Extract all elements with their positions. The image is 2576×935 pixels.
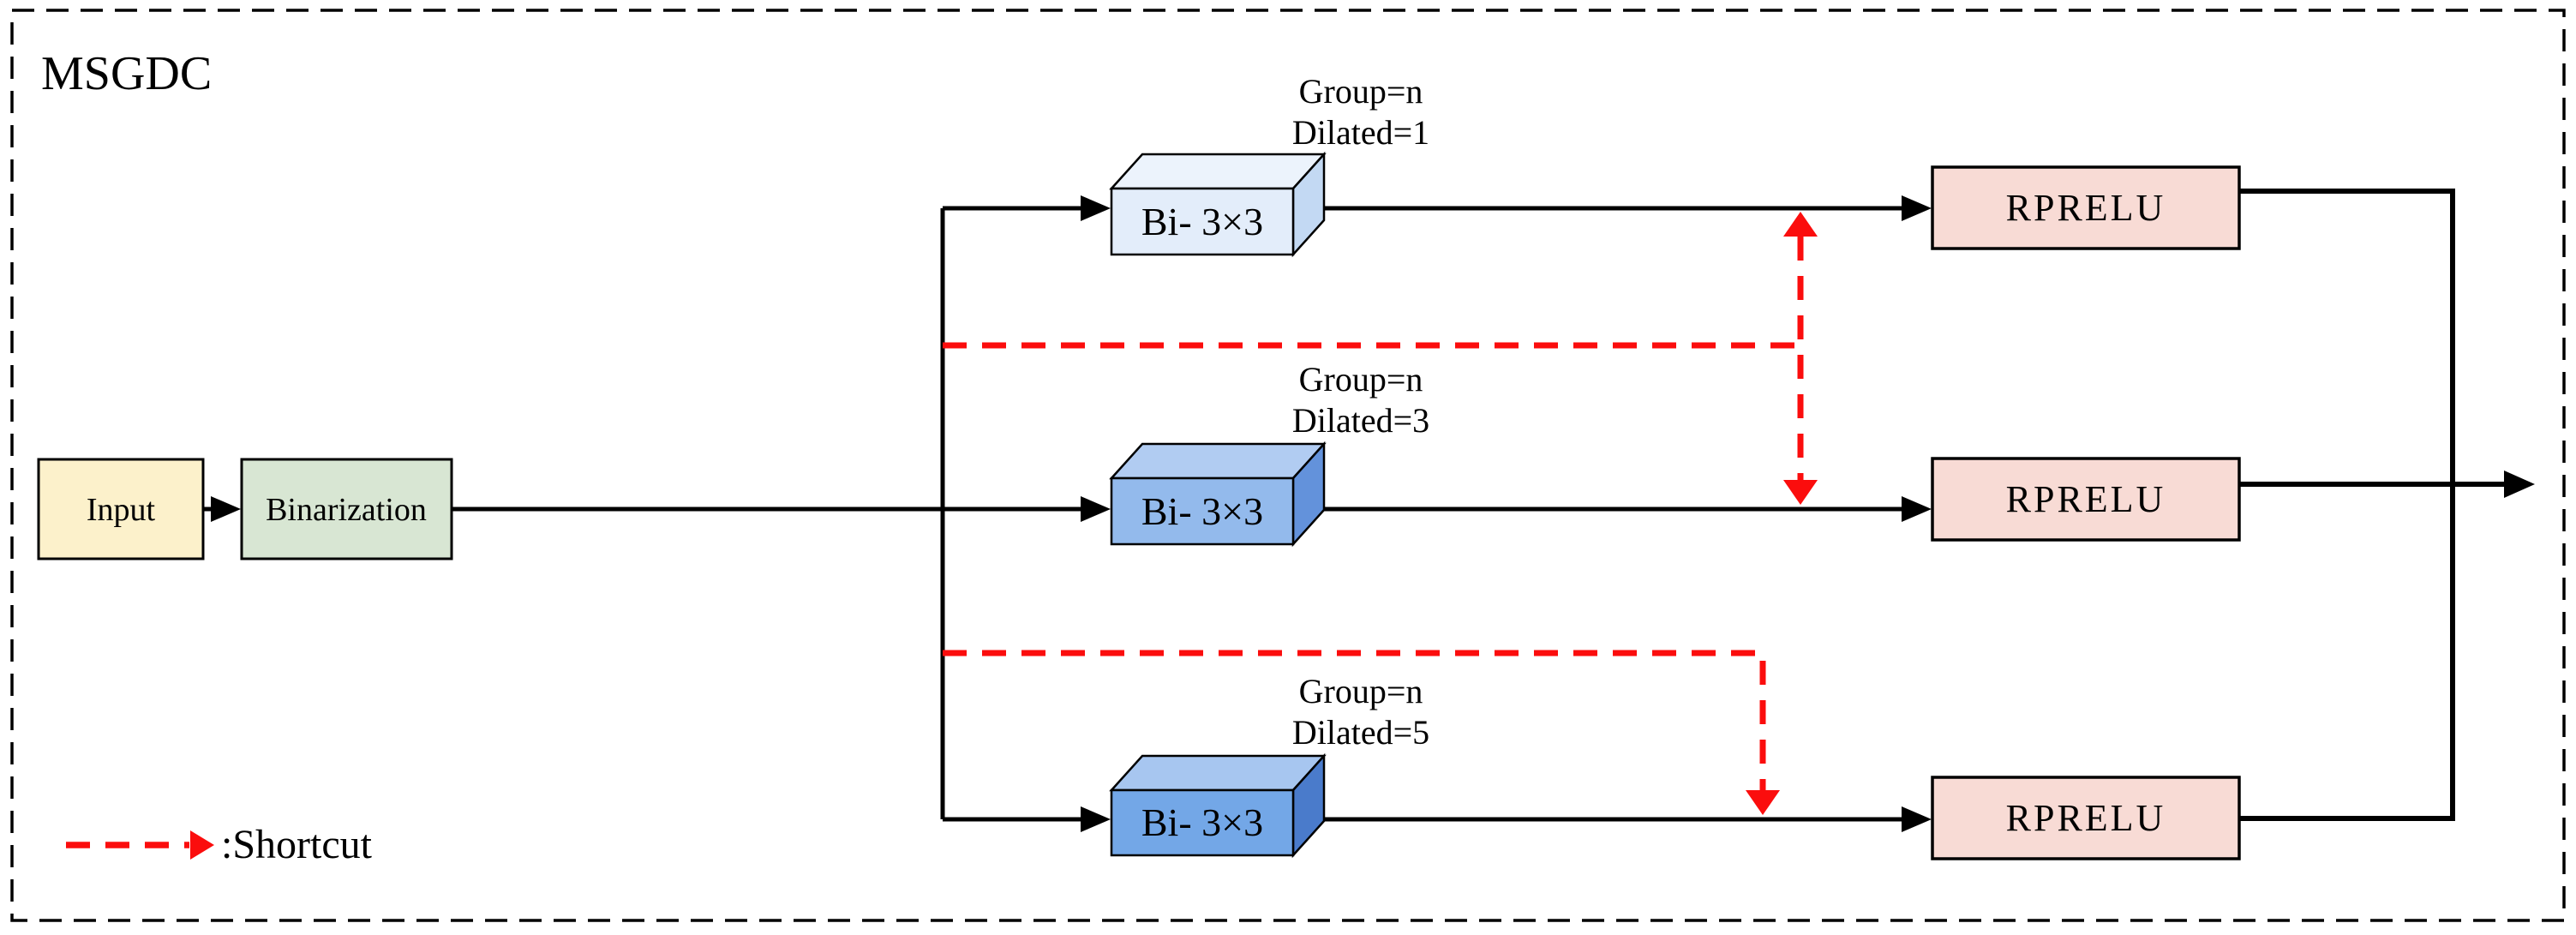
conv-box-1: Bi- 3×3 bbox=[1109, 151, 1327, 258]
input-node-box bbox=[37, 458, 205, 560]
branch3-rprelu-arrowhead bbox=[1902, 806, 1932, 832]
group-label-2: Group=n bbox=[1299, 360, 1423, 399]
rprelu-box-2: RPRELU bbox=[1931, 457, 2241, 542]
rprelu-box-3-label: RPRELU bbox=[2006, 797, 2166, 839]
diagram-title: MSGDC bbox=[41, 47, 212, 100]
binarization-node: Binarization bbox=[240, 458, 453, 560]
input-node-label: Input bbox=[87, 492, 156, 528]
dilated-label-1: Dilated=1 bbox=[1292, 113, 1429, 152]
rprelu-box-2-rect bbox=[1931, 457, 2241, 542]
conv-box-1-front-face bbox=[1110, 187, 1295, 256]
conv-box-3: Bi- 3×3 bbox=[1109, 752, 1327, 859]
branch1-rprelu-arrowhead bbox=[1902, 195, 1932, 221]
branch2-rprelu-arrowhead bbox=[1902, 496, 1932, 522]
conv-box-1-label: Bi- 3×3 bbox=[1141, 200, 1263, 243]
dilated-label-3: Dilated=5 bbox=[1292, 713, 1429, 752]
conv-box-2-top-face bbox=[1109, 442, 1327, 480]
conv-box-3-front-face bbox=[1110, 788, 1295, 857]
shortcut1-down-arrowhead bbox=[1783, 480, 1818, 505]
conv-box-3-top-face bbox=[1109, 754, 1327, 792]
output-arrowhead bbox=[2504, 470, 2535, 498]
rprelu-box-3: RPRELU bbox=[1931, 776, 2241, 860]
rprelu-box-1: RPRELU bbox=[1931, 165, 2241, 250]
merge-path bbox=[2239, 189, 2455, 821]
binarization-node-label: Binarization bbox=[266, 492, 427, 528]
conv-box-2: Bi- 3×3 bbox=[1109, 441, 1327, 548]
shortcut1-up-arrowhead bbox=[1783, 212, 1818, 237]
input-node: Input bbox=[37, 458, 205, 560]
legend-label: :Shortcut bbox=[221, 822, 373, 867]
shortcut2-line bbox=[943, 650, 1766, 790]
conv-box-2-front-face bbox=[1110, 476, 1295, 546]
conv-box-2-label: Bi- 3×3 bbox=[1141, 489, 1263, 533]
input-to-binarization-arrowhead bbox=[211, 496, 241, 522]
branch3-conv-arrowhead bbox=[1081, 806, 1111, 832]
legend-shortcut-arrowhead bbox=[190, 830, 214, 860]
rprelu-box-1-rect bbox=[1931, 165, 2241, 250]
shortcut2-down-arrowhead bbox=[1746, 790, 1780, 815]
rprelu-box-2-label: RPRELU bbox=[2006, 478, 2166, 520]
conv-box-3-label: Bi- 3×3 bbox=[1141, 800, 1263, 844]
branch2-conv-arrowhead bbox=[1081, 496, 1111, 522]
group-label-3: Group=n bbox=[1299, 672, 1423, 710]
binarization-node-box bbox=[240, 458, 453, 560]
group-label-1: Group=n bbox=[1299, 72, 1423, 111]
rprelu-box-3-rect bbox=[1931, 776, 2241, 860]
legend: :Shortcut bbox=[66, 822, 373, 867]
conv-box-1-top-face bbox=[1109, 153, 1327, 190]
dilated-label-2: Dilated=3 bbox=[1292, 401, 1429, 440]
branch1-conv-arrowhead bbox=[1081, 195, 1111, 221]
rprelu-box-1-label: RPRELU bbox=[2006, 187, 2166, 229]
